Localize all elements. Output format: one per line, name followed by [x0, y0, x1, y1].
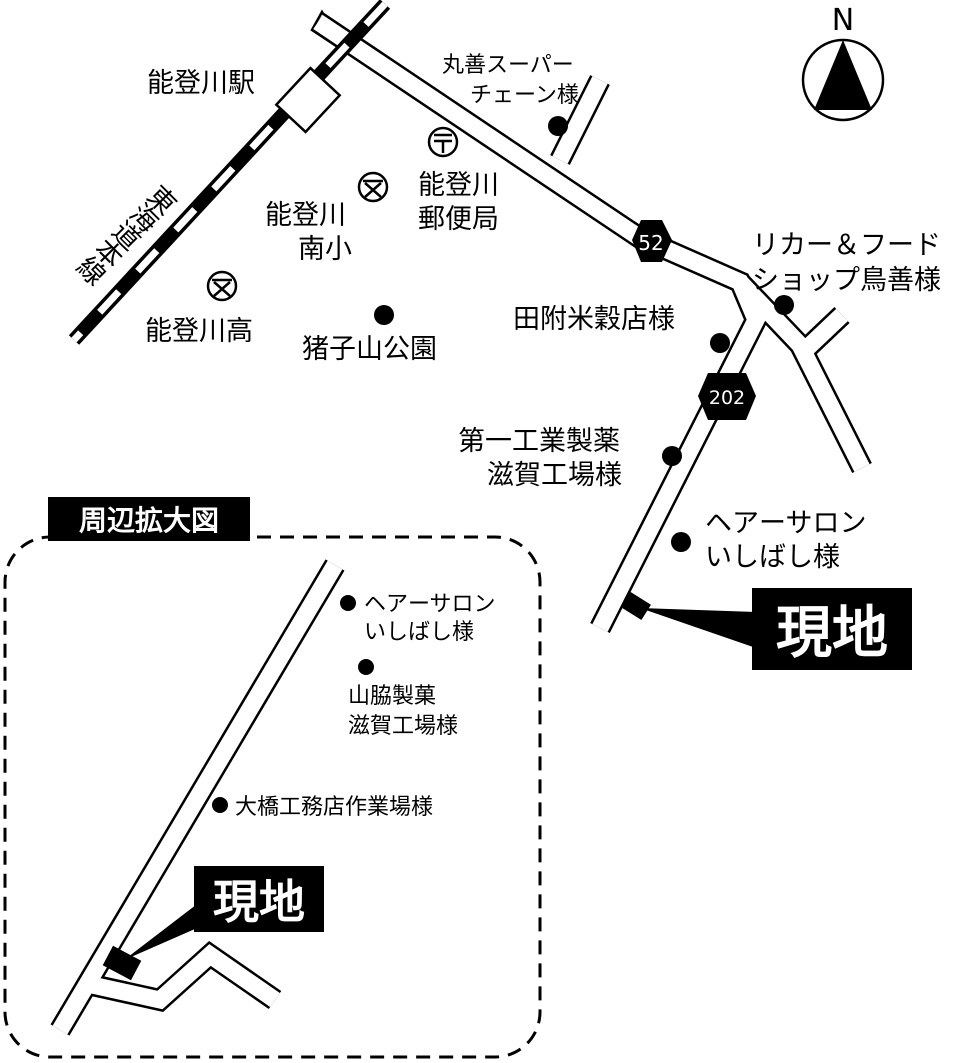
north-arrow: N [801, 3, 885, 122]
minami-school-label-1: 能登川 [265, 200, 346, 231]
road-east-fill [733, 276, 870, 472]
route-202-shield: 202 [698, 373, 756, 420]
inset-ohashi-label: 大橋工務店作業場様 [235, 795, 433, 820]
hair-salon-label-2: いしばし様 [705, 542, 840, 573]
inset-hair-salon-label-1: ヘアーサロン [364, 592, 496, 617]
north-arrow-icon [814, 40, 872, 110]
route-52-label: 52 [638, 231, 663, 255]
hair-salon-label-1: ヘアーサロン [705, 508, 866, 539]
inset-hair-salon-marker [340, 595, 356, 611]
park-label: 猪子山公園 [302, 334, 437, 365]
site-pointer-main [640, 608, 756, 648]
station-platform [274, 66, 342, 134]
inset-hair-salon-label-2: いしばし様 [364, 620, 474, 645]
site-label-box-main [752, 588, 912, 670]
railway-dashes [71, 1, 388, 343]
site-marker-main: 現地 [621, 588, 912, 670]
road-fill-layer [52, 14, 870, 1035]
school-icon-high [206, 270, 238, 302]
hair-salon-marker [671, 532, 691, 552]
inset-ohashi-marker [212, 797, 228, 813]
liquor-label-2: ショップ鳥善様 [752, 265, 941, 296]
minami-school-label-2: 南小 [298, 234, 352, 265]
liquor-marker [774, 295, 794, 315]
post-office-label-1: 能登川 [418, 170, 499, 201]
site-marker-inset: 現地 [102, 866, 324, 981]
inset-title-box [48, 497, 250, 541]
daiichi-marker [662, 446, 682, 466]
daiichi-label-1: 第一工業製薬 [458, 426, 620, 457]
inset-title: 周辺拡大図 [79, 504, 219, 537]
route-202-label: 202 [709, 387, 745, 409]
post-office-label-2: 郵便局 [418, 204, 499, 235]
site-label-box-inset [194, 866, 324, 932]
road-marusen-fill [552, 76, 608, 164]
inset-yamawaki-marker [358, 659, 374, 675]
school-icon-minami [357, 171, 389, 203]
marusen-marker [548, 116, 568, 136]
daiichi-label-2: 滋賀工場様 [487, 460, 622, 491]
park-marker [374, 305, 394, 325]
road-liquor-fill [797, 308, 848, 359]
marusen-label-1: 丸善スーパー [442, 53, 574, 78]
station-label: 能登川駅 [147, 68, 255, 99]
marusen-label-2: チェーン様 [470, 83, 579, 108]
road-inset-branch-fill [90, 944, 280, 1010]
north-label: N [832, 3, 854, 38]
route-52-shield: 52 [632, 220, 672, 262]
high-school-label: 能登川高 [145, 316, 253, 347]
site-label-main: 現地 [776, 601, 888, 666]
site-label-inset: 現地 [213, 875, 305, 929]
tatsuke-label: 田附米穀店様 [513, 304, 675, 335]
inset-yamawaki-label-1: 山脇製菓 [348, 684, 436, 709]
inset-yamawaki-label-2: 滋賀工場様 [348, 714, 458, 739]
post-office-icon [427, 126, 459, 158]
tatsuke-marker [710, 333, 730, 353]
railway-line [68, 0, 391, 345]
liquor-label-1: リカー＆フード [752, 230, 941, 261]
road-inset-fill [52, 560, 343, 1035]
